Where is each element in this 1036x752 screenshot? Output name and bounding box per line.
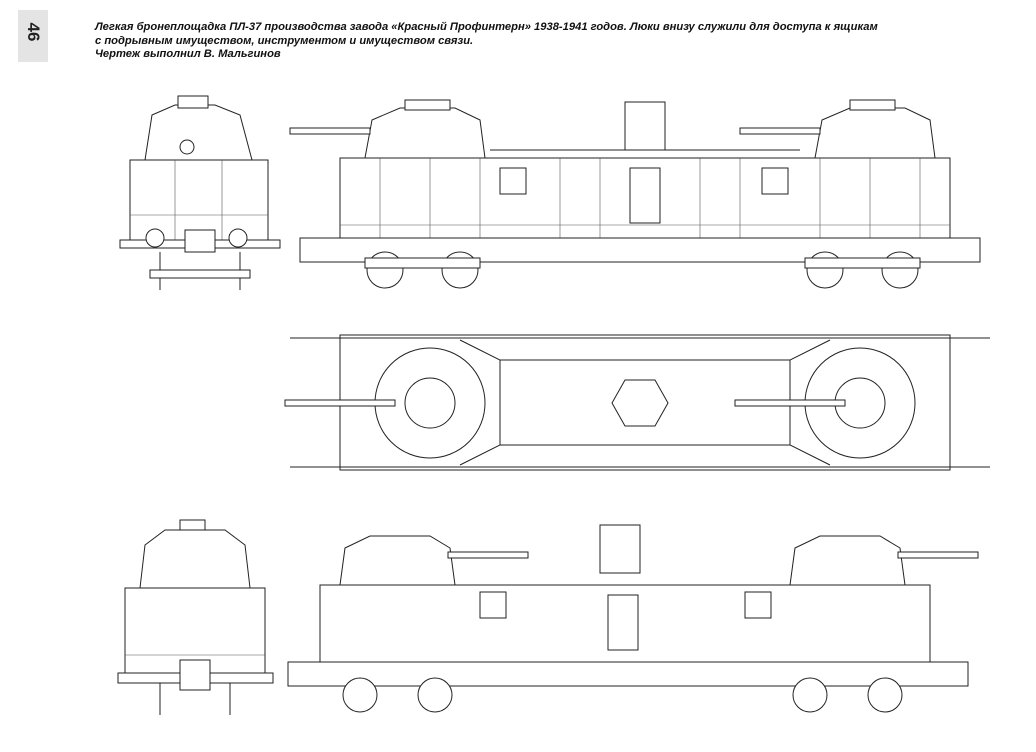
front-view-drawing-top xyxy=(119,95,281,290)
caption-line-3: Чертеж выполнил В. Мальгинов xyxy=(95,48,281,60)
caption-line-2: с подрывным имуществом, инструментом и и… xyxy=(95,34,474,47)
caption-line-1: Легкая бронеплощадка ПЛ-37 производства … xyxy=(95,21,878,33)
side-view-drawing-bottom xyxy=(287,524,979,713)
side-view-drawing-top xyxy=(289,99,981,289)
figure-caption: Легкая бронеплощадка ПЛ-37 производства … xyxy=(95,21,995,62)
front-view-drawing-bottom xyxy=(117,519,274,715)
page-number-strip xyxy=(18,10,48,62)
top-view-drawing xyxy=(284,334,990,471)
